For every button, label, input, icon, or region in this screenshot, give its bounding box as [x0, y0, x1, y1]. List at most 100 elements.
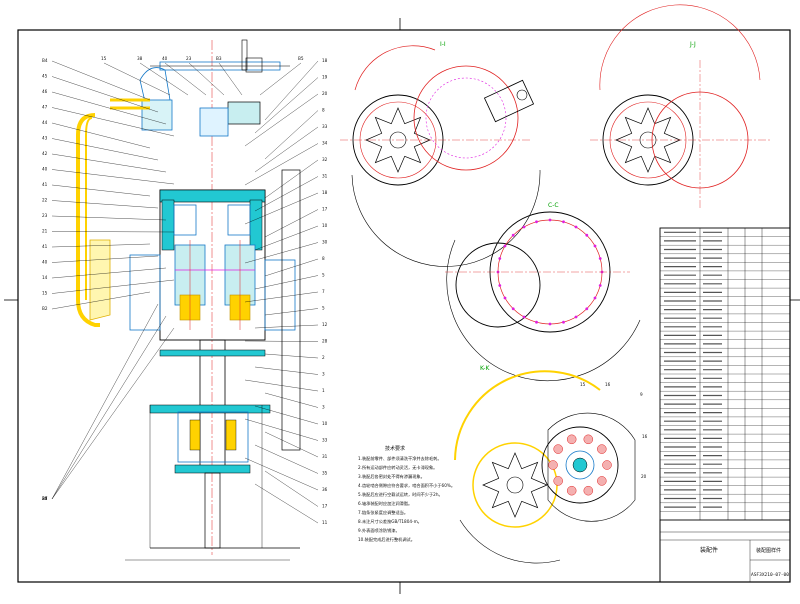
left-callout-label: 22: [42, 198, 48, 203]
v4-red-pockets: [548, 434, 612, 496]
left-callout-label: 46: [42, 89, 48, 94]
left-callout-label: 23: [42, 213, 48, 218]
motor: [227, 101, 261, 125]
left-callout-leader: [51, 291, 151, 310]
v4-callout-label: 16: [642, 434, 648, 439]
v4-housing: [547, 412, 636, 522]
star-profile: [482, 452, 548, 518]
right-callout-label: 20: [322, 91, 328, 96]
right-callout-label: 17: [322, 207, 328, 212]
left-callout-label: 40: [42, 260, 48, 265]
v4-pocket: [597, 444, 607, 454]
left-callout-label: 15: [42, 291, 48, 296]
right-callout-label: 10: [322, 421, 328, 426]
right-callout-label: 18: [322, 58, 328, 63]
gearbox: [199, 107, 229, 137]
yellow-pipe-inner: [85, 117, 93, 300]
left-callout-label: B4: [42, 58, 48, 63]
right-callout-leader: [264, 353, 319, 359]
top-callout-leader: [259, 62, 302, 96]
v3-dot: [598, 257, 602, 260]
section-view-1: I-I: [340, 41, 541, 267]
right-callout-leader: [264, 392, 319, 408]
v4-callout-label: 9: [640, 392, 643, 397]
note-line: 1.装配前零件、部件须清洗干净并去除毛刺。: [358, 455, 442, 462]
right-callout-label: 7: [322, 289, 325, 294]
left-side-bracket: [129, 254, 161, 331]
left-callout-leader: [51, 76, 159, 113]
v3-dot: [511, 233, 515, 237]
v4-pocket: [548, 460, 558, 470]
right-callout-label: 33: [322, 124, 328, 129]
v3-dot: [498, 284, 502, 287]
right-callout-leader: [264, 470, 319, 507]
left-callout-leader: [51, 255, 159, 263]
section-view-3: C-C: [445, 202, 641, 382]
note-line: 8.未注尺寸公差按GB/T1804-m。: [358, 518, 422, 525]
left-callout-leader: [51, 215, 167, 221]
right-callout-label: 36: [322, 487, 328, 492]
right-callout-label: 19: [322, 75, 328, 80]
v3-dot: [548, 218, 552, 222]
left-callout-leader: [51, 243, 151, 248]
v4-lower-arc: [459, 519, 561, 564]
v2-arc: [599, 4, 761, 91]
top-callout-label: B5: [298, 56, 304, 61]
left-callout-leader: [51, 60, 151, 101]
v3-magenta-dots: [496, 218, 604, 326]
left-callout-label: 24: [42, 496, 48, 501]
right-callout-leader: [264, 308, 319, 316]
yellow-pipe-loop: [76, 113, 100, 327]
right-callout-label: 34: [322, 141, 328, 146]
left-callout-leader: [51, 122, 151, 149]
v3-dot: [574, 315, 578, 319]
right-callout-leader: [254, 366, 319, 375]
right-callout-leader: [254, 126, 319, 173]
v3-dot: [503, 244, 507, 248]
left-callout-leader: [51, 153, 167, 173]
v4-pocket: [597, 476, 607, 486]
v3-dot: [503, 296, 507, 300]
top-callout-label: 38: [137, 56, 143, 61]
v1-arc-bottom: [351, 169, 541, 267]
right-column: [281, 169, 301, 451]
v4-callout-label: 20: [641, 474, 647, 479]
title-block: 装配件 装配图样件 ASF3X210-07-00: [659, 227, 791, 583]
right-callout-leader: [264, 209, 319, 238]
v1-red-circle: [413, 65, 519, 171]
left-callout-leader: [51, 303, 159, 500]
top-callout-leader: [103, 62, 171, 96]
v3-dot: [522, 225, 526, 229]
left-callout-leader: [51, 200, 159, 209]
v4-callout-group: 15 16 9 16 20: [580, 382, 648, 479]
right-callout-leader: [254, 77, 319, 134]
top-callout-leader: [164, 62, 207, 96]
bom-table: [660, 231, 790, 512]
yellow-pipe-top: [110, 98, 150, 110]
left-callout-label: 14: [42, 275, 48, 280]
note-line: 5.装配后应进行空载试运转，时间不少于2h。: [358, 491, 443, 498]
right-callout-label: 31: [322, 174, 328, 179]
note-line: 3.装配后各密封处不得有渗漏现象。: [358, 473, 425, 480]
v3-dot: [535, 220, 538, 224]
v4-hub-core: [572, 457, 588, 473]
top-callout-leader: [188, 62, 225, 96]
bearing-right: [225, 419, 237, 451]
v4-callout-label: 16: [605, 382, 611, 387]
top-callout-leader: [218, 62, 243, 96]
top-callout-leader: [139, 62, 189, 96]
v4-callout-label: 15: [580, 382, 586, 387]
left-cylinder: [141, 99, 173, 131]
left-callout-label: 41: [42, 182, 48, 187]
right-callout-label: 5: [322, 306, 325, 311]
yellow-chute: [89, 239, 111, 321]
right-callout-leader: [264, 110, 319, 160]
right-callout-leader: [254, 275, 319, 290]
section-label-1: I-I: [440, 41, 446, 48]
right-callout-label: 31: [322, 454, 328, 459]
right-callout-leader: [254, 225, 319, 251]
v1-magenta-circle: [425, 77, 507, 159]
